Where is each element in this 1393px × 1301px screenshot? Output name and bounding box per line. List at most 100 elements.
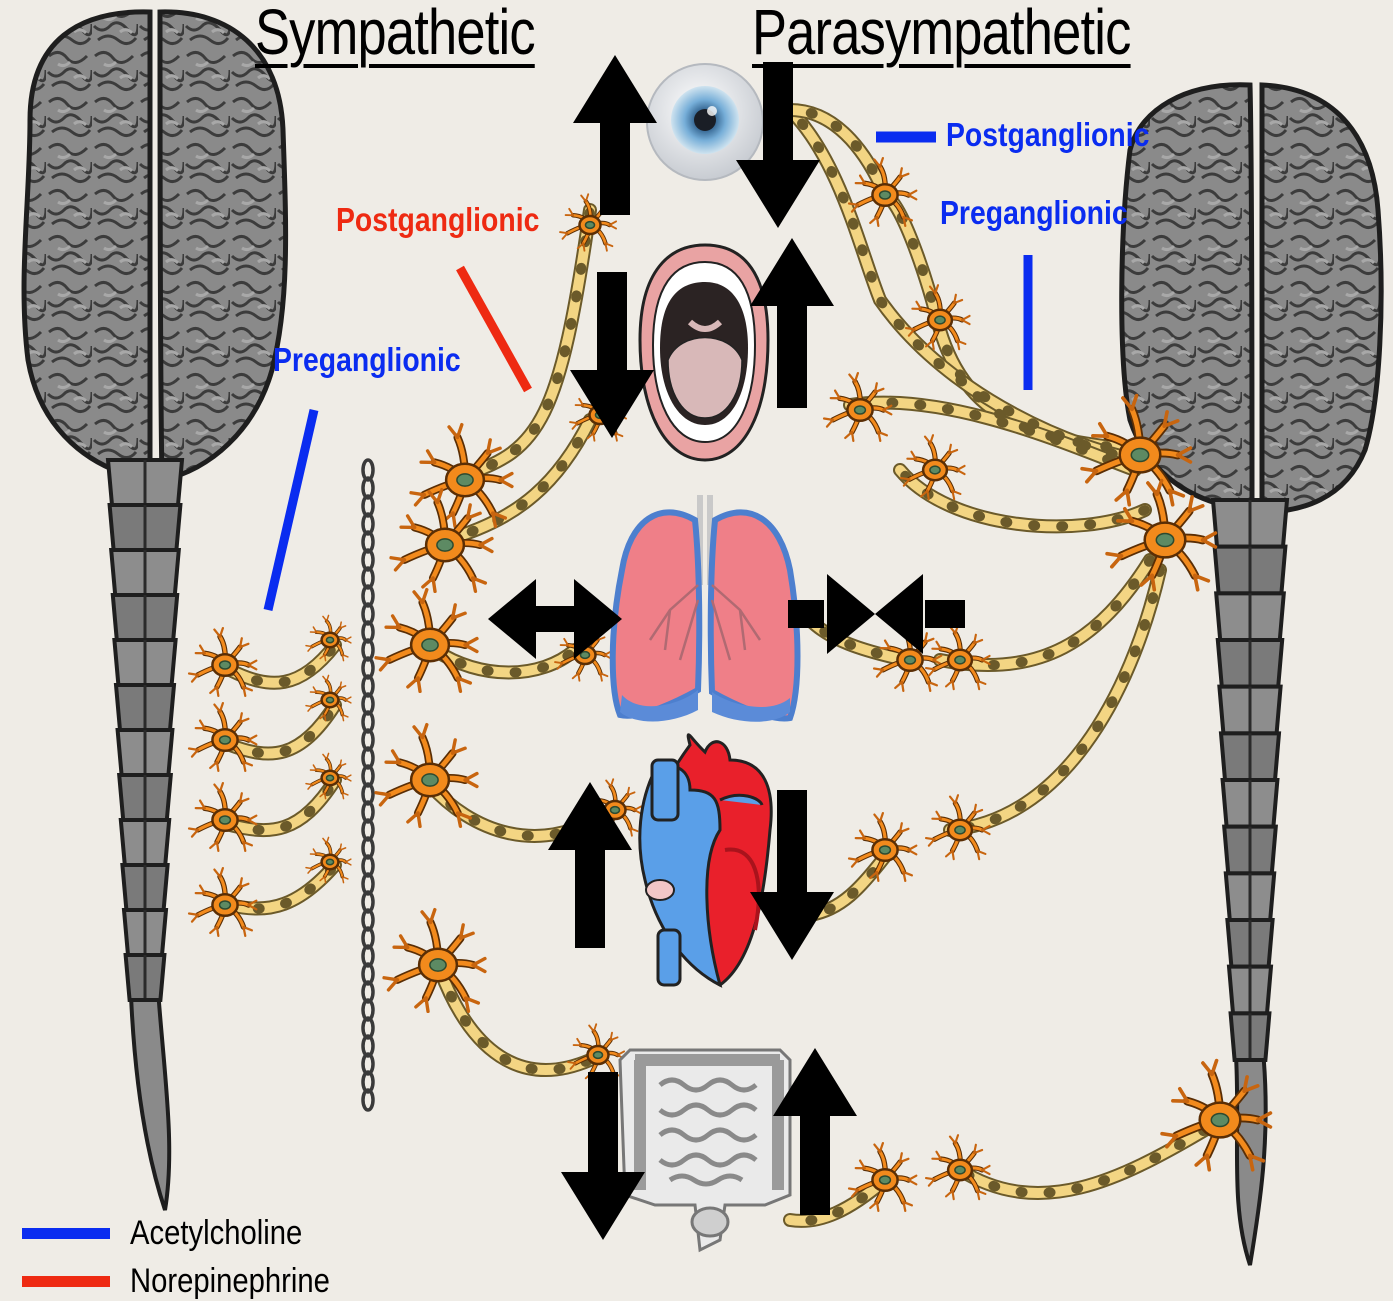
dendrite-branch	[929, 839, 935, 845]
nucleus	[880, 1176, 891, 1184]
dendrite-branch	[578, 673, 579, 680]
dendrite-branch	[594, 1024, 596, 1031]
dendrite-branch	[902, 682, 903, 691]
dendrite-branch	[306, 706, 312, 707]
nucleus	[880, 846, 891, 854]
nucleus	[326, 775, 333, 780]
dendrite-branch	[418, 813, 420, 826]
dendrite-branch	[214, 785, 220, 792]
parasympathetic-heading: Parasympathetic	[752, 0, 1131, 64]
dendrite-branch	[1082, 469, 1096, 471]
dendrite-branch	[422, 590, 426, 603]
neuron	[391, 490, 492, 592]
sympathetic-postganglionic-label: Postganglionic	[336, 203, 539, 236]
dendrite-branch	[376, 658, 389, 660]
dendrite-branch	[926, 838, 934, 839]
nucleus	[1156, 533, 1173, 546]
dendrite-branch	[422, 725, 426, 738]
dendrite-branch	[855, 373, 858, 382]
dendrite-branch	[210, 927, 217, 933]
dendrite-branch	[210, 687, 217, 693]
dendrite-branch	[418, 678, 420, 691]
dendrite-branch	[926, 1178, 934, 1179]
dendrite-branch	[849, 858, 858, 859]
dendrite-branch	[380, 660, 389, 670]
dendrite-branch	[926, 668, 934, 669]
nucleus	[422, 774, 438, 786]
constrict-arrow-shaft	[788, 600, 824, 628]
nucleus	[611, 807, 620, 814]
dendrite-branch	[210, 842, 217, 848]
nucleus	[955, 826, 965, 834]
nucleus	[935, 316, 945, 324]
nucleus	[1131, 448, 1148, 461]
nucleus	[220, 816, 231, 824]
dendrite-branch	[217, 842, 218, 851]
dendrite-branch	[189, 748, 198, 749]
dendrite-branch	[308, 647, 312, 652]
dendrite-branch	[874, 668, 883, 669]
dendrite-branch	[1152, 575, 1154, 589]
legend-item-norepinephrine: Norepinephrine	[22, 1262, 363, 1301]
dendrite-branch	[849, 203, 858, 204]
legend-item-acetylcholine: Acetylcholine	[22, 1214, 330, 1253]
dendrite-branch	[391, 558, 404, 560]
dendrite-branch	[1203, 1063, 1212, 1074]
dendrite-branch	[408, 813, 418, 822]
nucleus	[955, 1166, 965, 1174]
dendrite-branch	[586, 194, 588, 201]
dendrite-branch	[572, 423, 577, 429]
arrow-head	[875, 574, 923, 654]
dendrite-branch	[308, 869, 312, 874]
dendrite-branch	[210, 762, 217, 768]
dendrite-branch	[189, 828, 198, 829]
lungs-icon	[613, 495, 798, 722]
dendrite-branch	[555, 662, 562, 663]
dendrite-branch	[423, 578, 433, 587]
dendrite-branch	[852, 432, 853, 441]
dendrite-branch	[906, 328, 914, 329]
dendrite-branch	[323, 616, 327, 621]
dendrite-branch	[827, 420, 833, 427]
axon	[465, 210, 590, 475]
dendrite-branch	[562, 233, 567, 239]
increase-arrow	[573, 55, 657, 215]
dendrite-branch	[955, 795, 958, 803]
dendrite-branch	[415, 495, 424, 505]
dendrite-branch	[323, 676, 327, 681]
dendrite-branch	[1196, 1155, 1207, 1165]
dendrite-branch	[449, 427, 457, 438]
dendrite-branch	[870, 217, 877, 223]
dendrite-branch	[593, 433, 594, 440]
dendrite-branch	[824, 418, 833, 419]
dendrite-branch	[214, 630, 220, 637]
mouth-icon	[640, 245, 768, 460]
nucleus	[437, 539, 453, 551]
dendrite-branch	[950, 1137, 955, 1144]
dendrite-branch	[849, 375, 855, 382]
parasympathetic-postganglionic-label: Postganglionic	[946, 118, 1149, 151]
dendrite-branch	[1207, 1155, 1209, 1169]
nucleus	[586, 222, 595, 229]
dendrite-branch	[946, 851, 952, 857]
dendrite-branch	[453, 513, 455, 526]
dendrite-branch	[611, 779, 613, 786]
dendrite-branch	[950, 797, 955, 804]
dendrite-branch	[946, 681, 952, 687]
dendrite-branch	[430, 910, 434, 923]
dendrite-branch	[395, 560, 404, 570]
dendrite-branch	[929, 1179, 935, 1185]
dendrite-branch	[323, 754, 327, 759]
dendrite-branch	[877, 217, 878, 226]
dendrite-branch	[1212, 1061, 1217, 1075]
axon-outline	[950, 570, 1160, 830]
dendrite-branch	[325, 655, 326, 661]
dendrite-branch	[325, 877, 326, 883]
legend-label: Acetylcholine	[130, 1214, 302, 1253]
postganglionic-bar	[460, 268, 528, 390]
nucleus	[930, 466, 940, 474]
left-spinal-cord	[108, 460, 182, 1210]
dendrite-branch	[308, 707, 312, 712]
dendrite-branch	[306, 646, 312, 647]
